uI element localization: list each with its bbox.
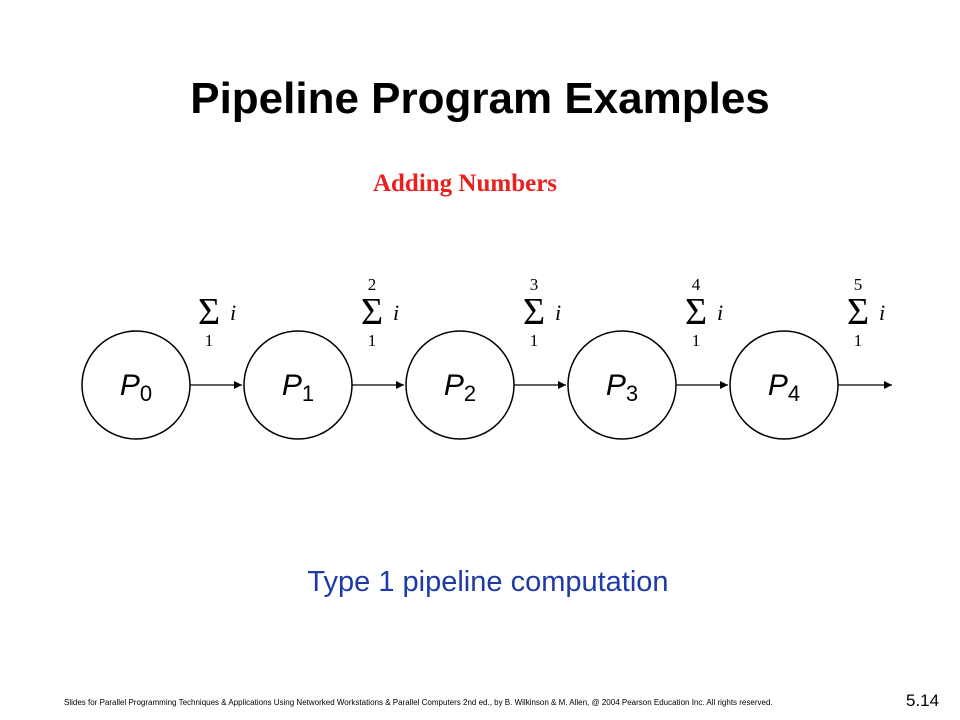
slide-footer-credit: Slides for Parallel Programming Techniqu… xyxy=(64,698,773,707)
sum-upper-limit: 5 xyxy=(854,275,863,294)
sum-lower-limit: 1 xyxy=(205,331,214,350)
process-letter: P xyxy=(768,369,788,402)
sum-variable: i xyxy=(879,300,885,325)
process-letter: P xyxy=(444,369,464,402)
sum-upper-limit: 3 xyxy=(530,275,539,294)
process-letter: P xyxy=(606,369,626,402)
sigma-symbol: Σ xyxy=(198,291,220,333)
process-letter: P xyxy=(120,369,140,402)
svg-text:P4: P4 xyxy=(768,369,800,406)
sum-label-1: Σ i 1 xyxy=(198,291,236,350)
process-letter: P xyxy=(282,369,302,402)
sigma-symbol: Σ xyxy=(847,291,869,333)
diagram-caption: Type 1 pipeline computation xyxy=(307,566,669,598)
process-subscript: 2 xyxy=(464,381,476,406)
sigma-symbol: Σ xyxy=(361,291,383,333)
sum-lower-limit: 1 xyxy=(368,331,377,350)
sum-label-4: 4 Σ i 1 xyxy=(685,275,723,350)
sum-label-3: 3 Σ i 1 xyxy=(523,275,561,350)
sum-variable: i xyxy=(393,300,399,325)
pipeline-diagram: P0 P1 P2 P3 P4 Σ i 1 2 Σ i 1 3 Σ i 1 4 Σ… xyxy=(81,275,892,440)
svg-text:P0: P0 xyxy=(120,369,152,406)
slide-number: 5.14 xyxy=(906,691,940,710)
process-subscript: 3 xyxy=(626,381,638,406)
process-subscript: 4 xyxy=(788,381,800,406)
process-node-p3: P3 xyxy=(567,330,677,440)
sum-upper-limit: 4 xyxy=(692,275,701,294)
sum-variable: i xyxy=(555,300,561,325)
sum-variable: i xyxy=(230,300,236,325)
sigma-symbol: Σ xyxy=(523,291,545,333)
sum-lower-limit: 1 xyxy=(692,331,701,350)
process-node-p2: P2 xyxy=(405,330,515,440)
process-node-p0: P0 xyxy=(81,330,191,440)
sum-label-2: 2 Σ i 1 xyxy=(361,275,399,350)
svg-text:P1: P1 xyxy=(282,369,314,406)
sum-label-5: 5 Σ i 1 xyxy=(847,275,885,350)
svg-text:P3: P3 xyxy=(606,369,638,406)
sum-lower-limit: 1 xyxy=(854,331,863,350)
sum-upper-limit: 2 xyxy=(368,275,377,294)
svg-text:P2: P2 xyxy=(444,369,476,406)
sum-lower-limit: 1 xyxy=(530,331,539,350)
process-node-p4: P4 xyxy=(729,330,839,440)
process-subscript: 1 xyxy=(302,381,314,406)
sigma-symbol: Σ xyxy=(685,291,707,333)
process-node-p1: P1 xyxy=(243,330,353,440)
slide-title: Pipeline Program Examples xyxy=(190,74,770,123)
process-subscript: 0 xyxy=(140,381,152,406)
sum-variable: i xyxy=(717,300,723,325)
slide-subtitle: Adding Numbers xyxy=(372,170,558,197)
